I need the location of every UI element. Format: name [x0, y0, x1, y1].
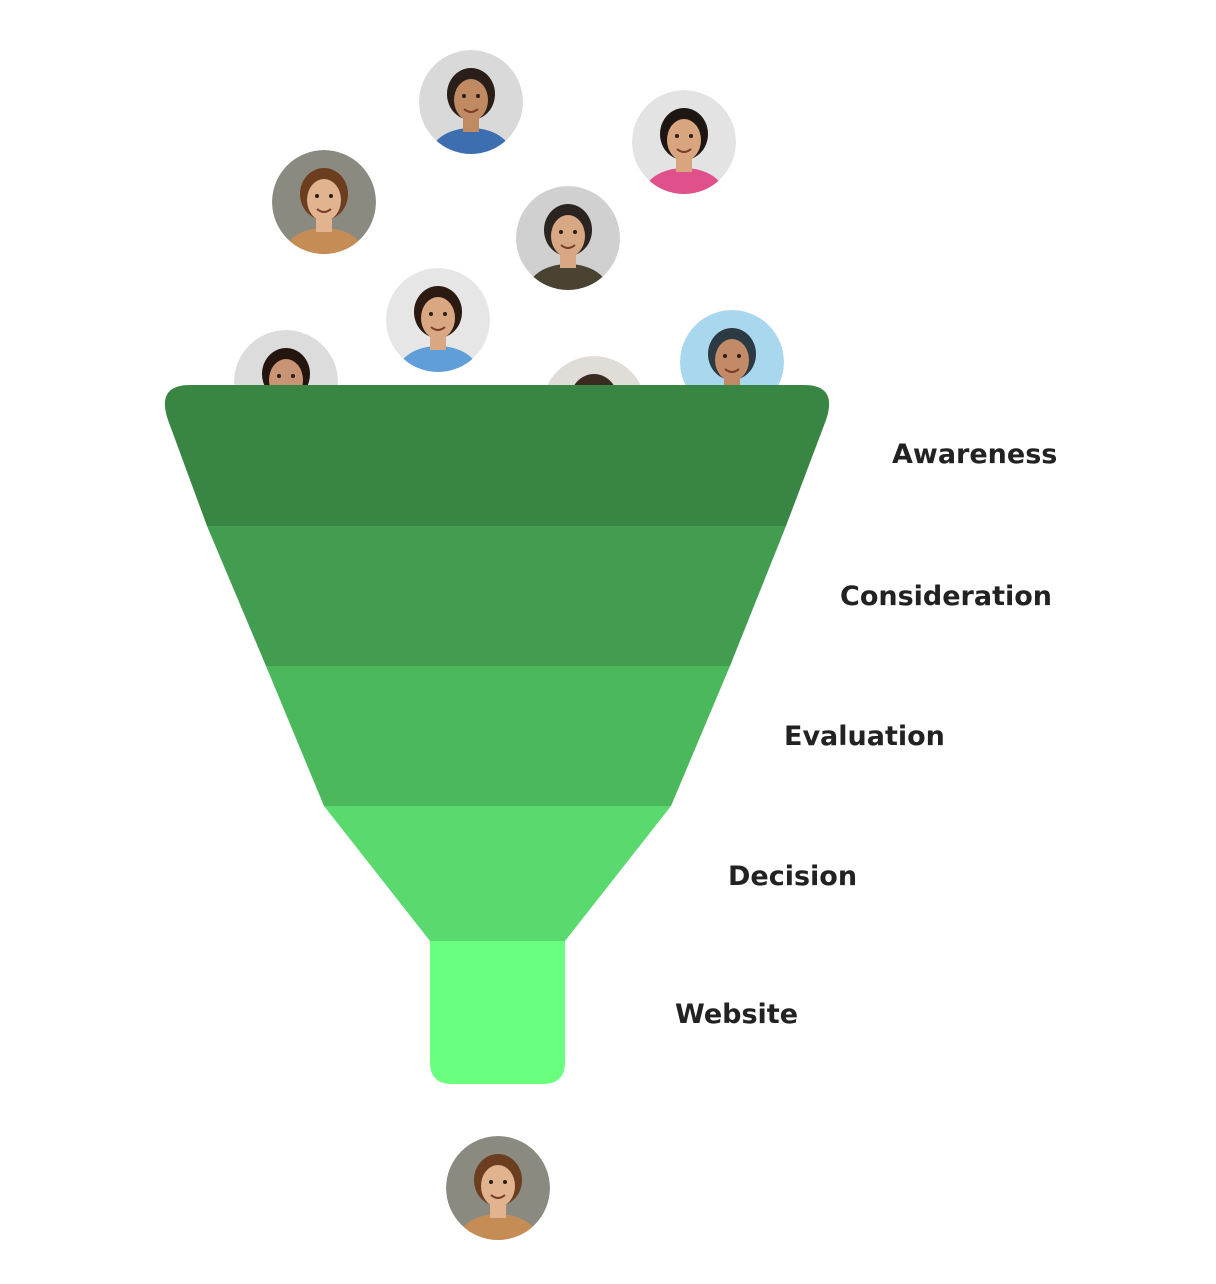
person-woman-pink-sweater-avatar — [632, 90, 736, 194]
funnel-band-awareness — [164, 385, 830, 526]
person-curly-woman-glasses-converted-avatar — [446, 1136, 550, 1240]
funnel-shape — [164, 385, 830, 1084]
stage-labels: Awareness Consideration Evaluation Decis… — [675, 439, 1057, 1030]
funnel-band-decision — [324, 806, 671, 941]
stage-label-evaluation: Evaluation — [784, 721, 945, 752]
person-curly-woman-glasses-avatar — [272, 150, 376, 254]
person-woman-denim-shirt-avatar — [386, 268, 490, 372]
funnel-band-evaluation — [266, 666, 730, 806]
stage-label-consideration: Consideration — [840, 581, 1052, 612]
person-smiling-man-blue-shirt-avatar — [419, 50, 523, 154]
stage-label-awareness: Awareness — [892, 439, 1057, 470]
avatar-exiting-group — [446, 1136, 550, 1240]
stage-label-website: Website — [675, 999, 798, 1030]
funnel-band-website — [430, 941, 565, 1084]
person-bearded-man-smiling-avatar — [516, 186, 620, 290]
stage-label-decision: Decision — [728, 861, 857, 892]
funnel-band-consideration — [207, 526, 786, 666]
